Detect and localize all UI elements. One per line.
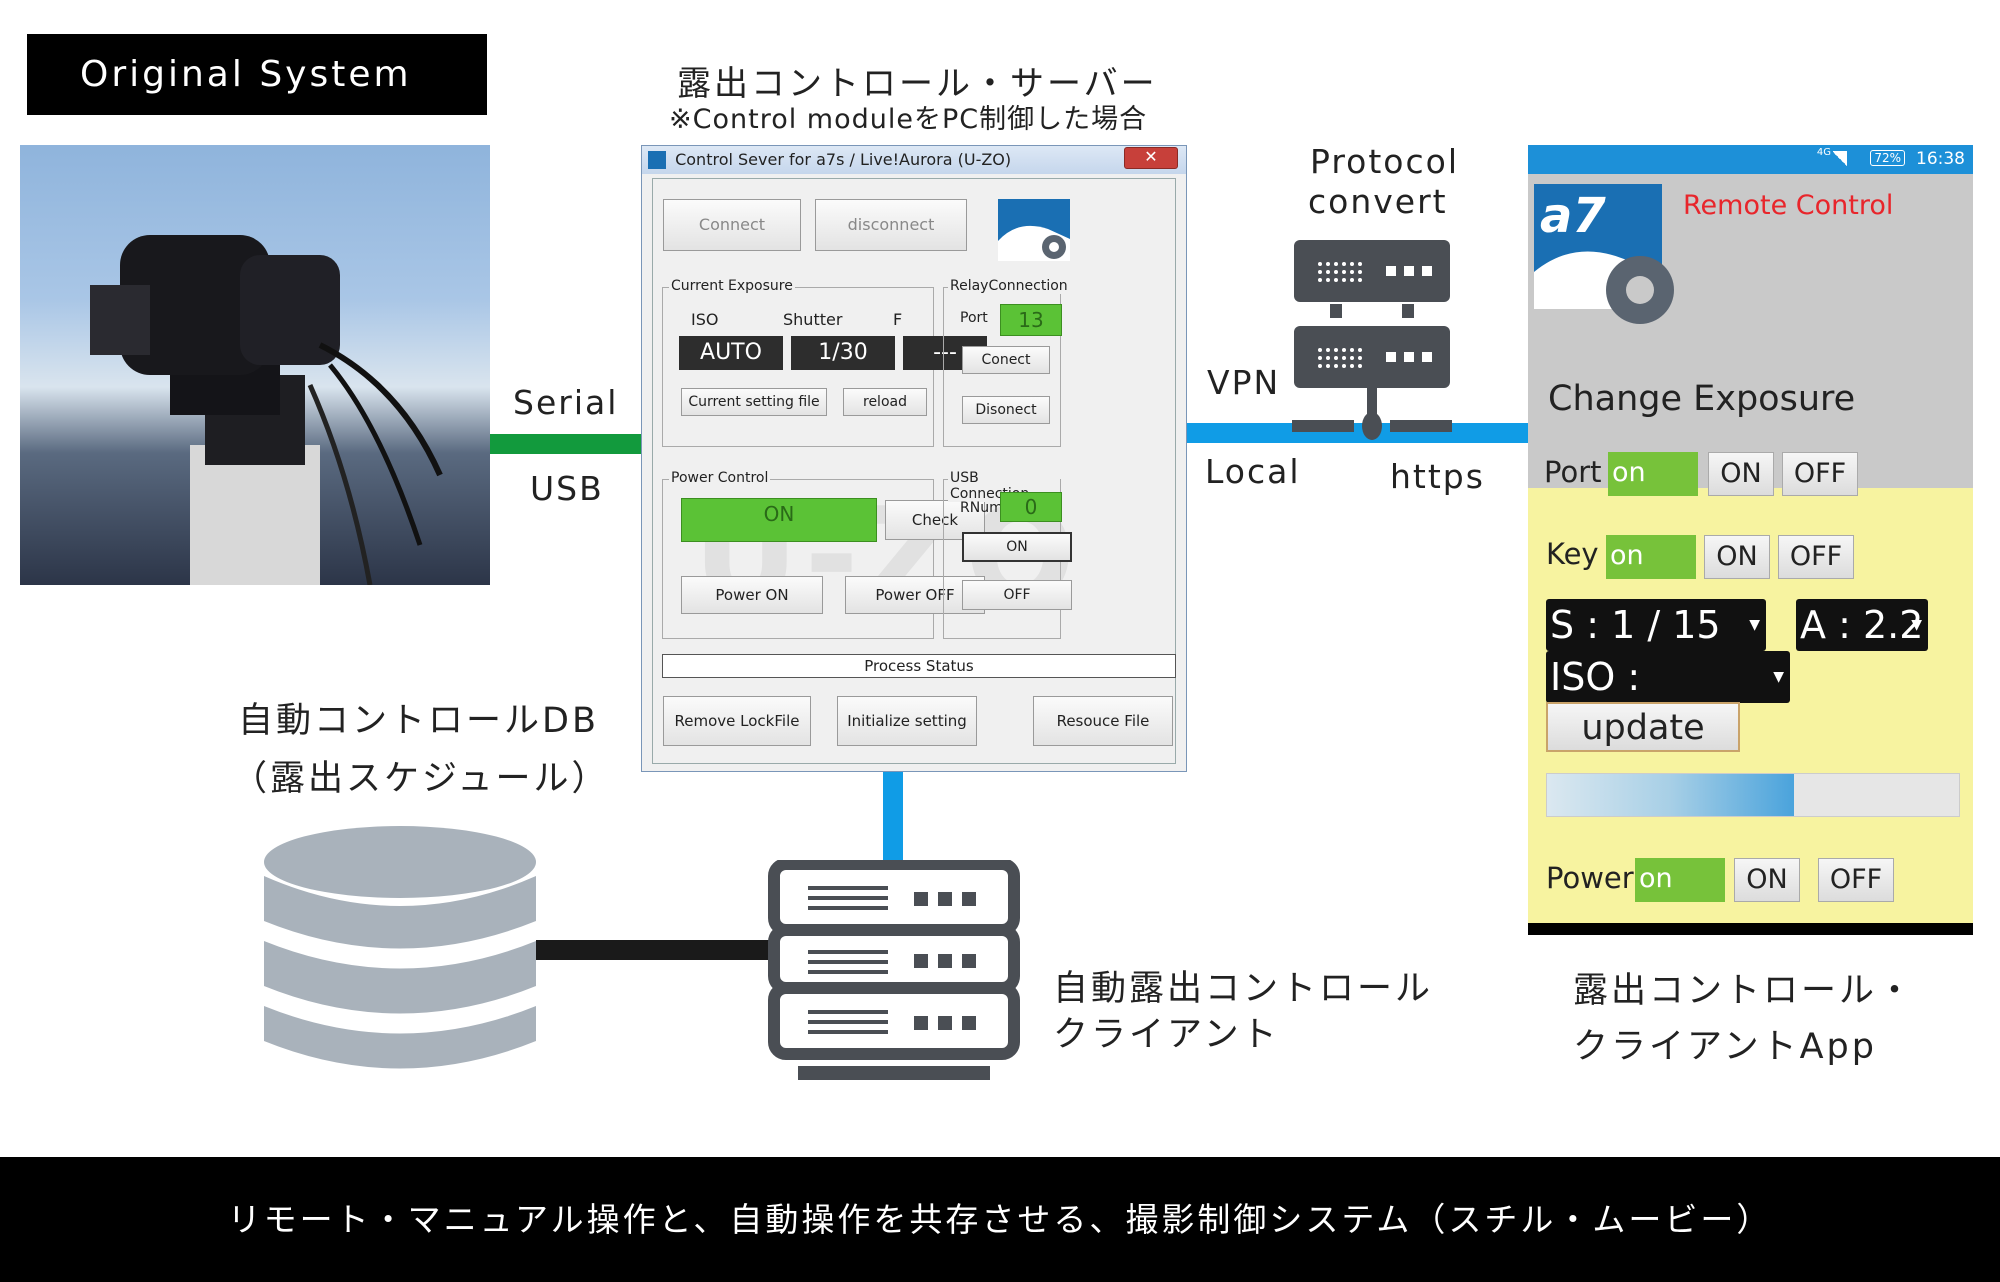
port-on-button[interactable]: ON bbox=[1708, 452, 1774, 496]
aperture-value: A : 2.2 bbox=[1800, 603, 1924, 647]
server-heading: 露出コントロール・サーバー bbox=[677, 64, 1158, 104]
vpn-label: VPN bbox=[1207, 363, 1281, 402]
database-icon bbox=[260, 826, 540, 1081]
client-caption-line2: クライアント bbox=[1053, 1015, 1280, 1055]
usb-on-button[interactable]: ON bbox=[962, 532, 1072, 562]
battery-indicator: 72% bbox=[1870, 150, 1905, 166]
power-toggle[interactable]: on bbox=[1635, 858, 1725, 902]
port-toggle[interactable]: on bbox=[1608, 452, 1698, 496]
a7-logo-icon bbox=[998, 199, 1070, 261]
protocol-label: Protocol bbox=[1310, 142, 1459, 181]
app-caption-line1: 露出コントロール・ bbox=[1573, 971, 1916, 1011]
process-status-bar: Process Status bbox=[662, 654, 1176, 678]
status-time: 16:38 bbox=[1916, 149, 1965, 169]
remove-lockfile-button[interactable]: Remove LockFile bbox=[663, 696, 811, 746]
remote-control-title: Remote Control bbox=[1683, 190, 1894, 221]
progress-bar bbox=[1546, 773, 1960, 817]
change-exposure-heading: Change Exposure bbox=[1548, 379, 1856, 419]
rnum-label: RNum bbox=[960, 500, 1003, 516]
db-caption-line1: 自動コントロールDB bbox=[238, 701, 599, 741]
relay-title: RelayConnection bbox=[948, 278, 1070, 294]
relay-port-label: Port bbox=[960, 310, 988, 326]
usb-connection-group: USB Connection RNum 0 ON OFF bbox=[943, 470, 1072, 639]
app-caption-line2: クライアントApp bbox=[1573, 1027, 1877, 1067]
aperture-dropdown[interactable]: A : 2.2▼ bbox=[1796, 599, 1928, 651]
current-exposure-group: Current Exposure ISO Shutter F AUTO 1/30… bbox=[662, 278, 987, 447]
iso-dropdown[interactable]: ISO : 128000▼ bbox=[1546, 651, 1790, 751]
window-body: U-ZO Connect disconnect Current Exposure… bbox=[652, 178, 1176, 764]
close-button[interactable]: ✕ bbox=[1124, 147, 1178, 169]
iso-value: AUTO bbox=[679, 336, 783, 370]
resource-file-button[interactable]: Resouce File bbox=[1033, 696, 1173, 746]
connect-button[interactable]: Connect bbox=[663, 199, 801, 251]
relay-disconnect-button[interactable]: Disonect bbox=[962, 396, 1050, 424]
iso-label: ISO bbox=[691, 310, 719, 329]
rnum-value: 0 bbox=[1000, 492, 1062, 522]
key-label: Key bbox=[1546, 537, 1599, 571]
power-off-phone-button[interactable]: OFF bbox=[1818, 858, 1894, 902]
logo-text: a7 bbox=[1540, 188, 1606, 244]
power-off-button[interactable]: Power OFF bbox=[845, 576, 985, 614]
signal-icon bbox=[1833, 151, 1847, 167]
power-control-title: Power Control bbox=[669, 470, 771, 486]
relay-connection-group: RelayConnection Port 13 Conect Disonect bbox=[943, 278, 1070, 447]
disconnect-button[interactable]: disconnect bbox=[815, 199, 967, 251]
current-setting-file-button[interactable]: Current setting file bbox=[681, 388, 827, 416]
window-title: Control Sever for a7s / Live!Aurora (U-Z… bbox=[675, 150, 1012, 169]
shutter-value: 1/30 bbox=[791, 336, 895, 370]
app-icon bbox=[648, 151, 666, 169]
reload-button[interactable]: reload bbox=[843, 388, 927, 416]
key-off-button[interactable]: OFF bbox=[1778, 535, 1854, 579]
relay-connect-button[interactable]: Conect bbox=[962, 346, 1050, 374]
https-label: https bbox=[1390, 457, 1485, 496]
dropdown-arrow-icon: ▼ bbox=[1773, 669, 1784, 685]
phone-appbar: a7 Remote Control bbox=[1528, 174, 1973, 488]
shutter-dropdown[interactable]: S : 1 / 15 ▼ bbox=[1546, 599, 1766, 651]
power-control-group: Power Control ON Check Power ON Power OF… bbox=[662, 470, 985, 639]
initialize-setting-button[interactable]: Initialize setting bbox=[837, 696, 977, 746]
phone-app: 4G 72% 16:38 a7 Remote Control Change Ex… bbox=[1528, 145, 1973, 935]
db-caption-line2: （露出スケジュール） bbox=[232, 759, 610, 799]
power-on-button[interactable]: Power ON bbox=[681, 576, 823, 614]
port-off-button[interactable]: OFF bbox=[1782, 452, 1858, 496]
power-on-phone-button[interactable]: ON bbox=[1734, 858, 1800, 902]
usb-label: USB bbox=[530, 469, 604, 508]
server-client-line bbox=[883, 772, 903, 867]
phone-bottom-edge bbox=[1528, 923, 1973, 935]
dropdown-arrow-icon: ▼ bbox=[1749, 617, 1760, 633]
protocol-server-icon bbox=[1290, 238, 1460, 448]
client-server-icon bbox=[768, 858, 1020, 1080]
usb-off-button[interactable]: OFF bbox=[962, 580, 1072, 610]
phone-statusbar: 4G 72% 16:38 bbox=[1528, 145, 1973, 174]
dropdown-arrow-icon: ▼ bbox=[1911, 617, 1922, 633]
progress-fill bbox=[1547, 774, 1795, 816]
update-button[interactable]: update bbox=[1546, 702, 1740, 752]
shutter-value: S : 1 / 15 bbox=[1550, 603, 1721, 647]
relay-port-value: 13 bbox=[1000, 304, 1062, 336]
camera-rig-photo bbox=[20, 145, 490, 585]
original-system-title: Original System bbox=[27, 34, 487, 115]
f-label: F bbox=[893, 310, 903, 329]
current-exposure-title: Current Exposure bbox=[669, 278, 795, 294]
key-on-button[interactable]: ON bbox=[1704, 535, 1770, 579]
power-status: ON bbox=[681, 498, 877, 542]
power-label: Power bbox=[1546, 861, 1634, 895]
convert-label: convert bbox=[1308, 182, 1448, 221]
client-caption-line1: 自動露出コントロール bbox=[1053, 969, 1434, 1009]
network-label: 4G bbox=[1816, 147, 1831, 158]
db-client-line bbox=[536, 940, 776, 960]
a7-app-logo-icon: a7 bbox=[1534, 184, 1682, 332]
window-titlebar: Control Sever for a7s / Live!Aurora (U-Z… bbox=[642, 146, 1186, 174]
serial-label: Serial bbox=[513, 383, 619, 422]
shutter-label: Shutter bbox=[783, 310, 843, 329]
usb-line bbox=[490, 434, 642, 454]
server-window: Control Sever for a7s / Live!Aurora (U-Z… bbox=[641, 145, 1187, 772]
server-subheading: ※Control moduleをPC制御した場合 bbox=[669, 104, 1148, 135]
local-label: Local bbox=[1205, 452, 1301, 491]
key-toggle[interactable]: on bbox=[1606, 535, 1696, 579]
port-label: Port bbox=[1544, 455, 1602, 489]
footer-caption: リモート・マニュアル操作と、自動操作を共存させる、撮影制御システム（スチル・ムー… bbox=[0, 1157, 2000, 1282]
